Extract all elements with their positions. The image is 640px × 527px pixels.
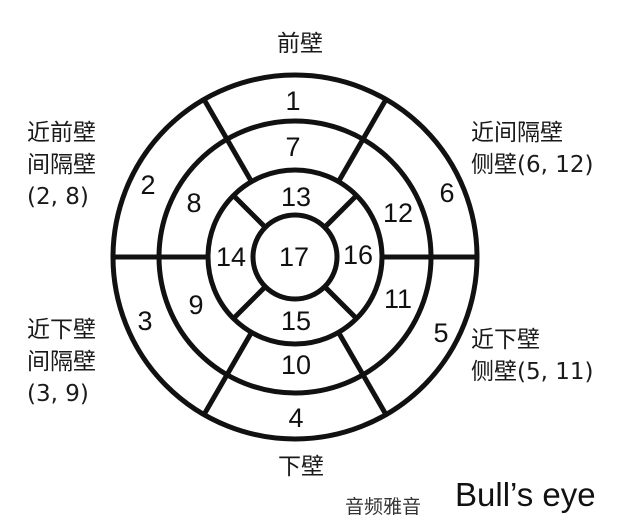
segment-11: 11 [384,284,412,314]
apical-divider [322,193,359,230]
segment-1: 1 [285,86,300,116]
label-inferolateral: 近下壁 侧壁(5, 11) [471,324,593,388]
segment-4: 4 [288,403,303,433]
apical-divider [231,193,268,230]
label-line: 近下壁 [27,317,96,343]
segment-7: 7 [285,132,300,162]
label-line: 近前壁 [27,120,96,146]
label-inferoseptal: 近下壁 间隔壁 (3, 9) [27,314,96,410]
segment-10: 10 [281,350,311,380]
segment-2: 2 [140,170,155,200]
label-anteroseptal: 近前壁 间隔壁 (2, 8) [27,117,96,213]
basal-mid-divider [201,98,254,183]
label-inferior: 下壁 [278,454,324,480]
label-anterior: 前壁 [277,31,323,57]
label-line: (3, 9) [27,381,89,407]
label-line: 侧壁(5, 11) [471,359,594,385]
label-line: 近下壁 [471,327,540,353]
segment-14: 14 [216,242,246,272]
segment-17: 17 [279,242,309,272]
basal-mid-divider [201,331,254,416]
segment-16: 16 [343,240,373,270]
basal-mid-divider [336,98,389,183]
segment-6: 6 [439,178,454,208]
segment-3: 3 [137,306,152,336]
basal-mid-divider [336,331,389,416]
label-line: (2, 8) [27,184,89,210]
diagram-title: Bull’s eye [455,476,596,513]
segment-numbers: 1 2 3 4 5 6 7 8 9 10 11 12 13 14 15 16 1… [137,86,454,433]
segment-13: 13 [281,182,311,212]
apex-circle [250,212,340,302]
segment-dividers [113,98,477,416]
label-line: 近间隔壁 [471,120,563,146]
apical-divider [322,284,359,321]
segment-5: 5 [433,318,448,348]
label-line: 间隔壁 [27,349,96,375]
label-anterolateral: 近间隔壁 侧壁(6, 12) [471,117,593,181]
segment-8: 8 [186,188,201,218]
apical-divider [231,284,268,321]
segment-15: 15 [281,306,311,336]
label-line: 间隔壁 [27,152,96,178]
segment-12: 12 [383,198,413,228]
segment-9: 9 [188,290,203,320]
watermark: 音频雅音 [345,496,422,518]
label-line: 侧壁(6, 12) [471,152,594,178]
